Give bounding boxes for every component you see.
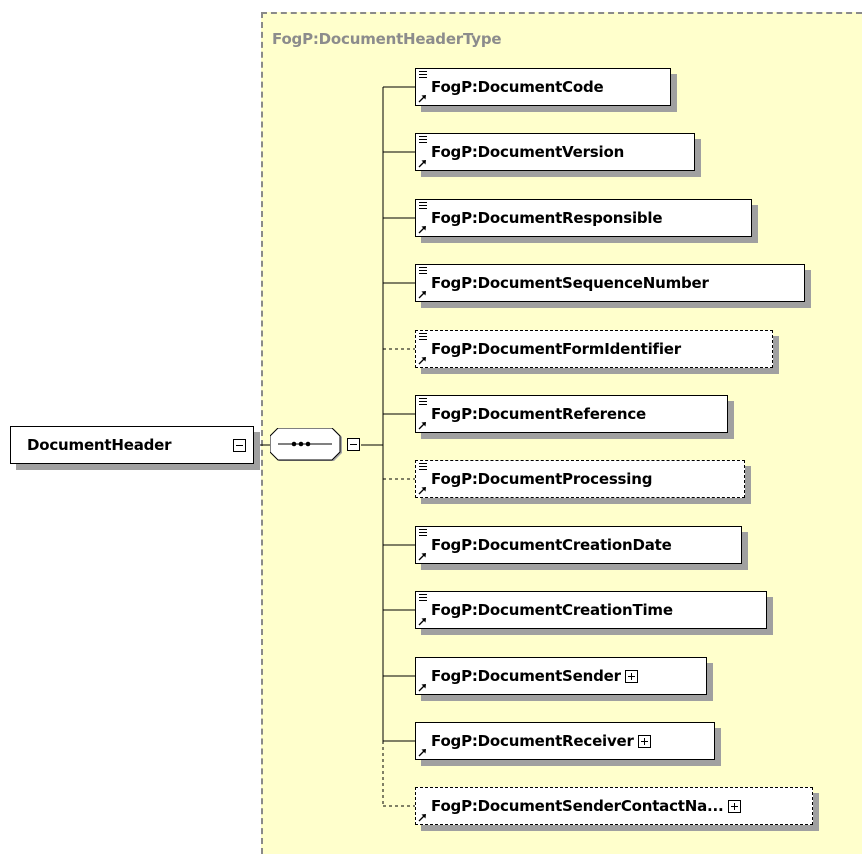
element-node[interactable]: FogP:DocumentReference [415,395,728,433]
simple-content-icon [419,463,429,472]
expand-plus-icon[interactable] [624,670,638,683]
expand-plus-icon[interactable] [727,800,741,813]
simple-content-icon [419,267,429,276]
element-label: FogP:DocumentSenderContactNa... [431,797,724,815]
element-label: FogP:DocumentVersion [431,143,625,161]
element-node[interactable]: FogP:DocumentSender [415,657,707,695]
sequence-compositor-icon[interactable] [270,428,345,462]
simple-content-icon [419,529,429,538]
element-node[interactable]: FogP:DocumentCreationDate [415,526,742,564]
collapse-minus-icon[interactable] [233,439,246,452]
simple-content-icon [419,202,429,211]
element-label: FogP:DocumentResponsible [431,209,663,227]
reference-arrow-icon [418,618,426,626]
element-label: FogP:DocumentSequenceNumber [431,274,709,292]
element-node[interactable]: FogP:DocumentSequenceNumber [415,264,805,302]
reference-arrow-icon [418,749,426,757]
element-node[interactable]: FogP:DocumentReceiver [415,722,715,760]
element-node[interactable]: FogP:DocumentSenderContactNa... [415,787,813,825]
compositor-collapse-minus-icon[interactable] [347,438,360,451]
reference-arrow-icon [418,357,426,365]
reference-arrow-icon [418,814,426,822]
reference-arrow-icon [418,684,426,692]
reference-arrow-icon [418,422,426,430]
complex-type-label: FogP:DocumentHeaderType [272,30,502,48]
element-node[interactable]: FogP:DocumentFormIdentifier [415,330,773,368]
element-label: FogP:DocumentSender [431,667,621,685]
simple-content-icon [419,136,429,145]
reference-arrow-icon [418,226,426,234]
element-label: FogP:DocumentReference [431,405,646,423]
element-label: FogP:DocumentCode [431,78,604,96]
expand-plus-icon[interactable] [637,735,651,748]
reference-arrow-icon [418,553,426,561]
root-element-documentheader[interactable]: DocumentHeader [10,426,254,464]
reference-arrow-icon [418,95,426,103]
element-label: FogP:DocumentCreationDate [431,536,672,554]
element-label: FogP:DocumentProcessing [431,470,653,488]
simple-content-icon [419,594,429,603]
element-node[interactable]: FogP:DocumentVersion [415,133,695,171]
element-node[interactable]: FogP:DocumentResponsible [415,199,752,237]
reference-arrow-icon [418,487,426,495]
reference-arrow-icon [418,291,426,299]
element-node[interactable]: FogP:DocumentCreationTime [415,591,767,629]
reference-arrow-icon [418,160,426,168]
element-label: FogP:DocumentCreationTime [431,601,673,619]
simple-content-icon [419,333,429,342]
element-node[interactable]: FogP:DocumentProcessing [415,460,745,498]
element-label: FogP:DocumentFormIdentifier [431,340,681,358]
element-label: FogP:DocumentReceiver [431,732,634,750]
simple-content-icon [419,71,429,80]
root-element-label: DocumentHeader [27,436,172,454]
element-node[interactable]: FogP:DocumentCode [415,68,671,106]
simple-content-icon [419,398,429,407]
